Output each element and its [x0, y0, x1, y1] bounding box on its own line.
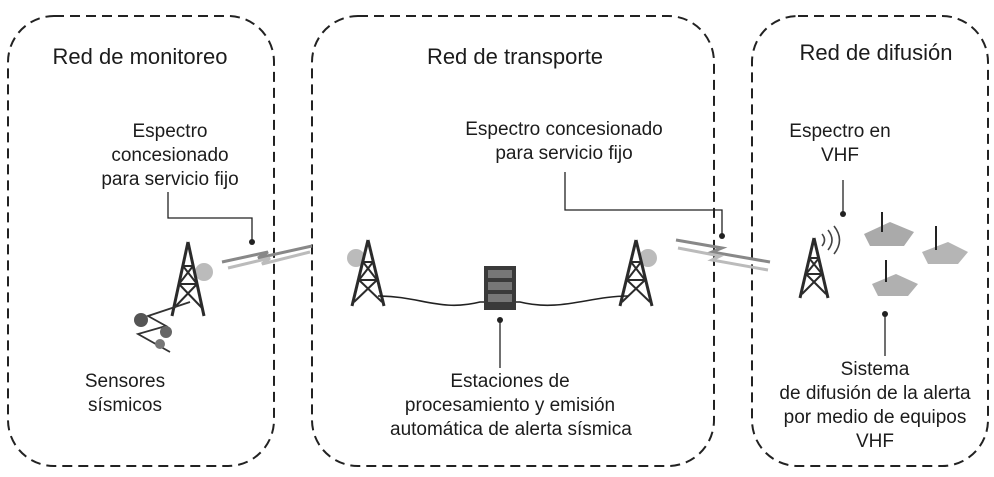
microwave-link-icon — [675, 238, 771, 272]
seismic-sensor-icon — [134, 301, 191, 353]
panel-monitoring — [7, 15, 275, 467]
panel-broadcast — [751, 15, 989, 467]
callout-spectrum-monitoring — [167, 192, 253, 240]
panel-title-monitoring: Red de monitoreo — [52, 44, 228, 69]
panel-transport — [311, 15, 715, 467]
callout-spectrum-transport — [564, 172, 723, 234]
spectrum-monitoring-label: Espectro concesionado para servicio fijo — [101, 121, 239, 190]
house-icon — [922, 226, 968, 264]
panel-title-broadcast: Red de difusión — [799, 40, 953, 65]
radio-tower-icon — [618, 239, 657, 307]
sensors-label: Sensores sísmicos — [84, 371, 166, 416]
spectrum-vhf-label: Espectro en VHF — [789, 121, 891, 166]
vhf-signal-icon — [821, 225, 841, 255]
house-icon — [872, 260, 918, 296]
house-icon — [864, 212, 914, 246]
radio-tower-icon — [170, 241, 213, 317]
processing-label: Estaciones de procesamiento y emisión au… — [390, 371, 632, 440]
radio-tower-icon — [347, 239, 386, 307]
server-icon — [484, 266, 516, 310]
radio-tower-icon — [798, 237, 830, 299]
callout-dot — [719, 233, 725, 239]
callout-dot — [497, 317, 503, 323]
panel-title-transport: Red de transporte — [426, 44, 604, 69]
spectrum-transport-label: Espectro concesionado para servicio fijo — [465, 119, 663, 164]
broadcast-label: Sistema de difusión de la alerta por med… — [779, 359, 971, 452]
callout-dot — [882, 311, 888, 317]
callout-dot — [840, 211, 846, 217]
microwave-link-icon — [221, 244, 313, 270]
callout-dot — [249, 239, 255, 245]
